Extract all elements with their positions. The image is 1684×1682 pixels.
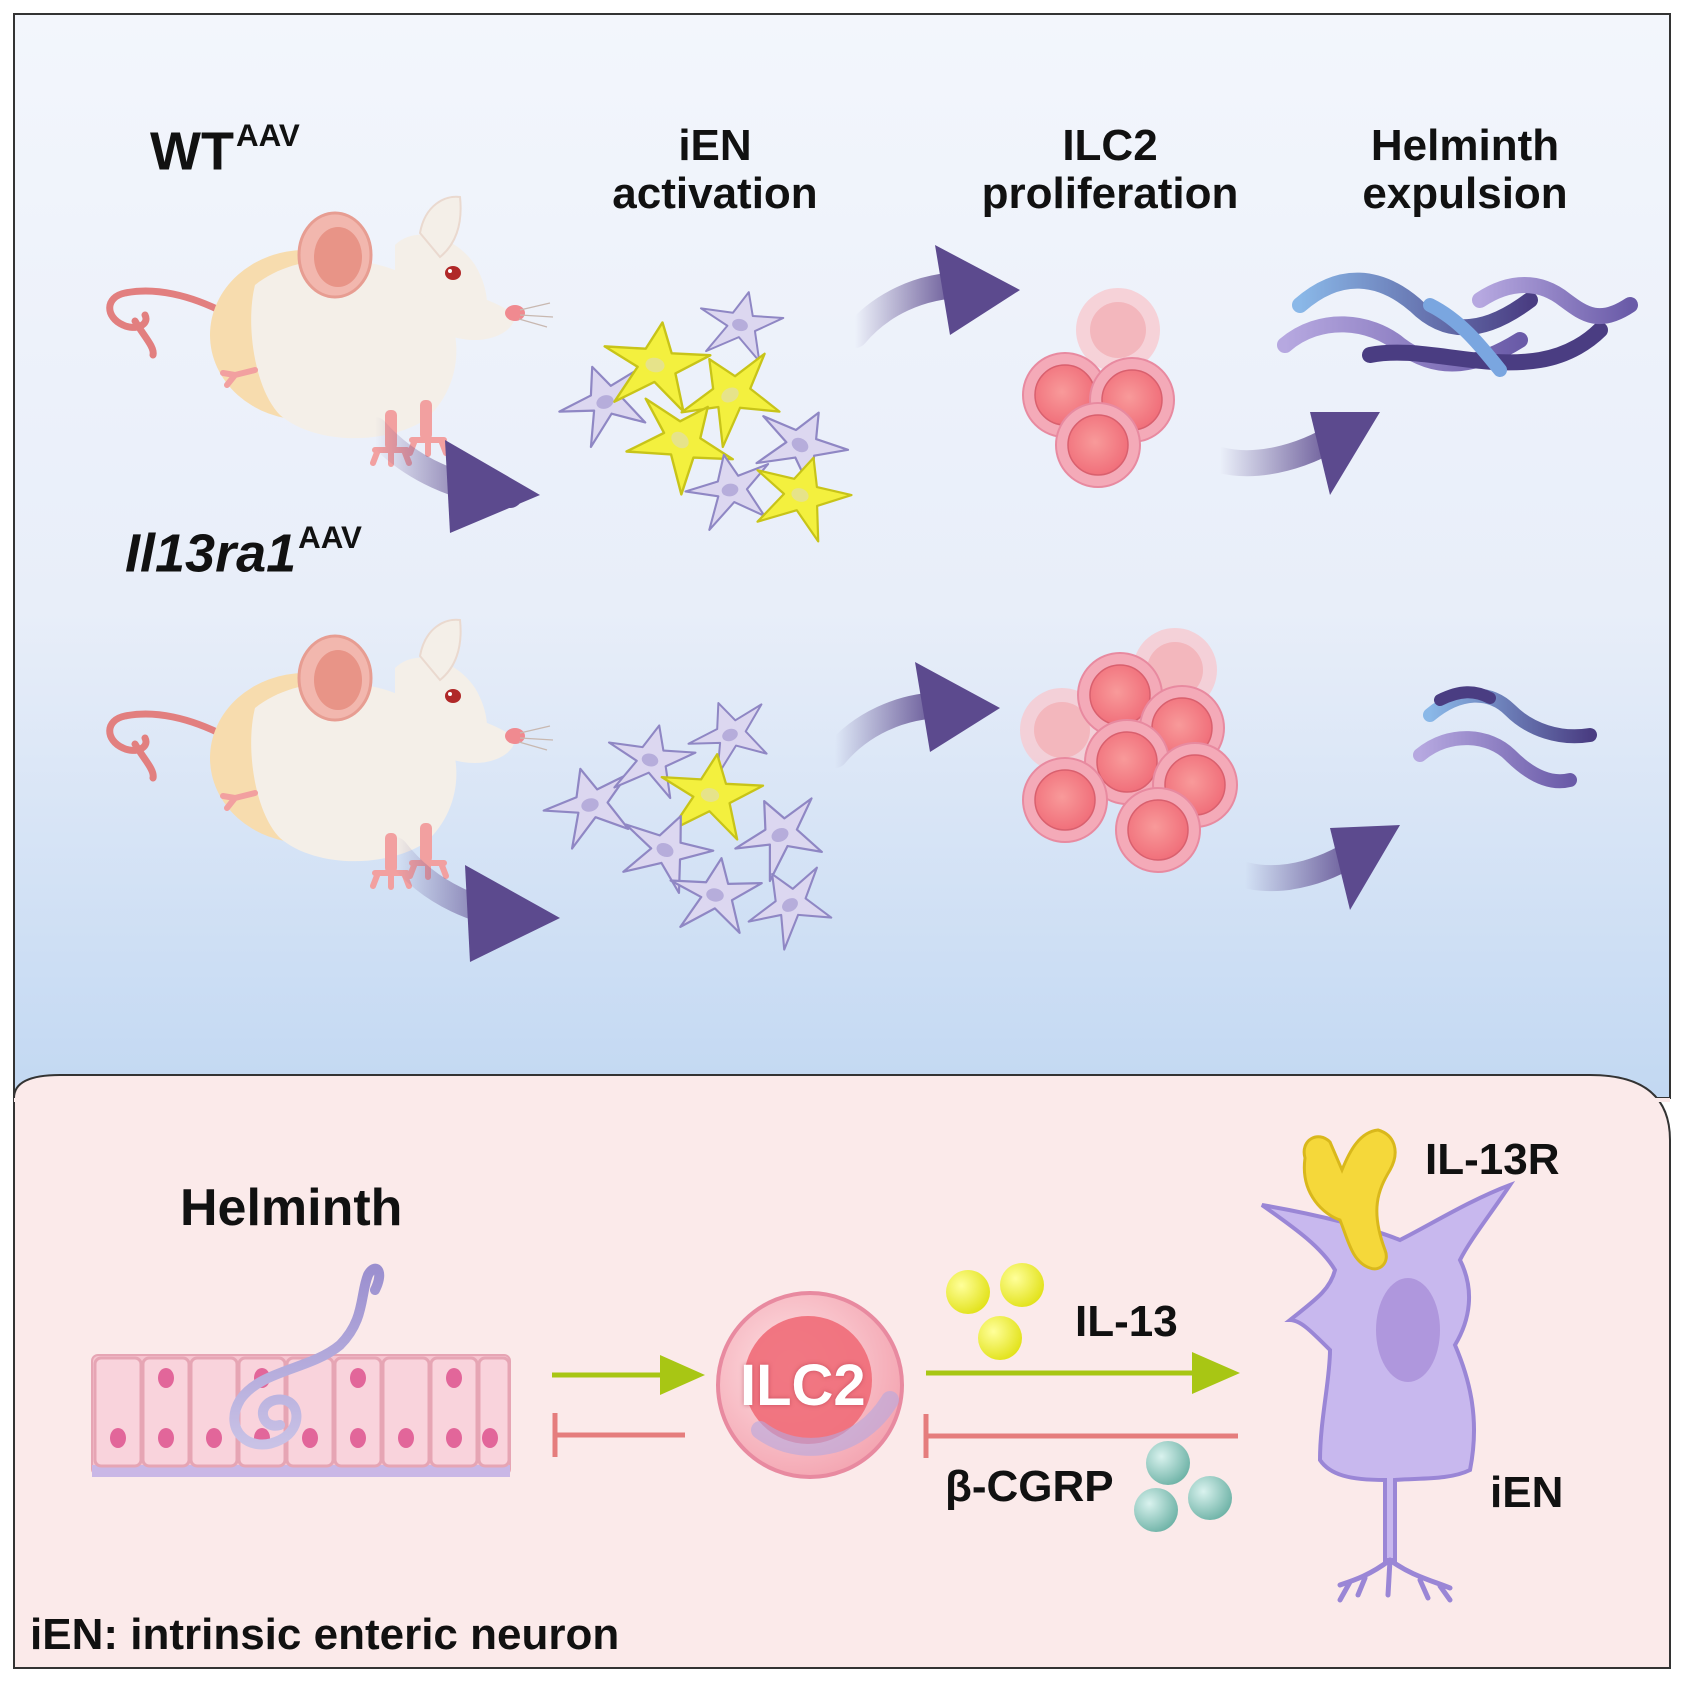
helminth-label: Helminth	[180, 1179, 403, 1237]
helminths-ko	[1413, 686, 1597, 789]
header-ien-activation-line2: activation	[612, 169, 818, 218]
ien-neuron-illustration	[1260, 1180, 1516, 1603]
il13-receptor-illustration	[1302, 1128, 1397, 1271]
arrow-ko-ilc2-to-expulsion	[1232, 825, 1400, 910]
wt-group-label: WTAAV	[150, 118, 300, 182]
epithelium-illustration	[91, 1263, 511, 1477]
ien-label: iEN	[1490, 1468, 1564, 1517]
header-ilc2-proliferation-line1: ILC2	[1062, 121, 1158, 170]
arrow-wt-ilc2-to-expulsion	[1207, 412, 1380, 495]
header-helminth-expulsion-line2: expulsion	[1362, 169, 1568, 218]
header-ien-activation-line1: iEN	[678, 121, 752, 170]
ko-superscript: AAV	[298, 520, 362, 555]
top-panel	[13, 13, 1671, 1099]
inhibition-bar-ien-to-ilc2	[923, 1414, 1238, 1458]
header-ien-activation: iEN activation	[570, 122, 860, 218]
inhibition-bar-ilc2-to-epithelium	[552, 1413, 685, 1457]
wt-label: WT	[150, 121, 234, 182]
beta-cgrp-molecules	[1134, 1441, 1232, 1532]
header-ilc2-proliferation: ILC2 proliferation	[960, 122, 1260, 218]
header-helminth-expulsion: Helminth expulsion	[1320, 122, 1610, 218]
ilc2-cell-large	[716, 1291, 904, 1479]
header-ilc2-proliferation-line2: proliferation	[981, 169, 1239, 218]
arrow-ko-ien-to-ilc2	[822, 662, 1000, 768]
bcgrp-label: β-CGRP	[945, 1462, 1114, 1511]
wt-superscript: AAV	[235, 118, 300, 153]
ilc2-label: ILC2	[740, 1353, 866, 1418]
activation-arrow-ilc2-to-ien	[926, 1352, 1240, 1394]
header-helminth-expulsion-line1: Helminth	[1370, 121, 1560, 170]
ko-group-label: Il13ra1AAV	[125, 520, 362, 584]
bottom-panel	[13, 1074, 1671, 1669]
arrow-wt-to-ien	[362, 417, 540, 533]
arrow-wt-ien-to-ilc2	[842, 245, 1020, 348]
il13-molecules	[946, 1263, 1044, 1360]
helminths-wt	[1277, 272, 1638, 377]
arrow-ko-to-ien	[382, 837, 560, 962]
il13-label: IL-13	[1075, 1297, 1178, 1346]
activation-arrow-epithelium-to-ilc2	[552, 1355, 705, 1395]
il13r-label: IL-13R	[1425, 1135, 1560, 1184]
footnote: iEN: intrinsic enteric neuron	[30, 1610, 620, 1659]
ko-label: Il13ra1	[125, 523, 297, 584]
